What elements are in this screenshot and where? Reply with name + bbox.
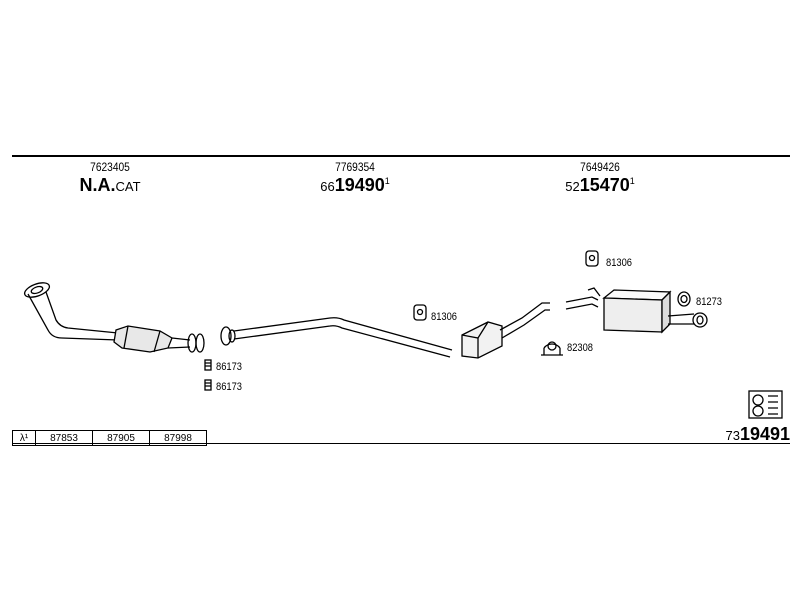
rubber-ring-icon [677, 291, 691, 307]
middle-pipe-top [233, 317, 453, 351]
section-3-label-prefix: 52 [565, 179, 580, 194]
section-1-label-bold: N.A. [79, 175, 116, 195]
lambda-value-3: 87998 [149, 430, 207, 446]
middle-outlet-top [499, 302, 550, 331]
front-flange [23, 282, 51, 298]
rear-silencer [602, 289, 672, 334]
middle-pipe-flange [220, 326, 236, 346]
kit-icon [748, 390, 783, 419]
section-1-label: N.A.CAT [30, 175, 190, 196]
ref-label-81306-top: 81306 [606, 257, 633, 269]
front-pipe-bottom [45, 291, 119, 334]
bolt-icon-2 [204, 379, 212, 391]
ref-label-86173-b: 86173 [216, 381, 243, 393]
section-2-label: 66194901 [275, 175, 435, 196]
ref-label-86173-a: 86173 [216, 361, 243, 373]
section-2-label-prefix: 66 [320, 179, 335, 194]
rubber-hanger-icon-middle [413, 304, 427, 321]
ref-label-81273: 81273 [696, 296, 723, 308]
section-3-part-number: 7649426 [580, 160, 620, 174]
kit-number: 7319491 [725, 424, 790, 445]
rear-pipe-bottom [565, 303, 599, 310]
catalytic-converter [113, 325, 191, 353]
middle-silencer [461, 321, 503, 359]
rear-pipe-top [565, 296, 599, 303]
clamp-icon [541, 341, 563, 356]
lambda-table-row: λ¹ 87853 87905 87998 [12, 430, 207, 446]
lambda-sensor-table: λ¹ 87853 87905 87998 [12, 430, 207, 446]
section-3-label-sup: 1 [629, 176, 635, 186]
front-pipe-top [27, 293, 119, 341]
top-divider-line [12, 155, 790, 157]
tailpipe [667, 312, 708, 328]
section-3-label-bold: 15470 [579, 175, 630, 195]
ref-label-82308: 82308 [567, 342, 594, 354]
section-3-label: 52154701 [520, 175, 680, 196]
section-1-part-number: 7623405 [90, 160, 130, 174]
middle-pipe-bottom [233, 325, 451, 358]
middle-outlet-bottom [501, 309, 550, 339]
section-2-part-number: 7769354 [335, 160, 375, 174]
bottom-divider-line [12, 443, 790, 444]
rear-pipe-hook [587, 287, 601, 297]
kit-number-bold: 19491 [739, 424, 790, 444]
section-1-label-small: CAT [115, 179, 141, 194]
lambda-value-1: 87853 [35, 430, 93, 446]
section-2-label-sup: 1 [384, 176, 390, 186]
ref-label-81306-middle: 81306 [431, 311, 458, 323]
cat-rear-flange [187, 333, 205, 353]
rubber-hanger-icon-top [585, 250, 599, 267]
section-2-label-bold: 19490 [334, 175, 385, 195]
bolt-icon-1 [204, 359, 212, 371]
kit-number-prefix: 73 [725, 428, 740, 443]
